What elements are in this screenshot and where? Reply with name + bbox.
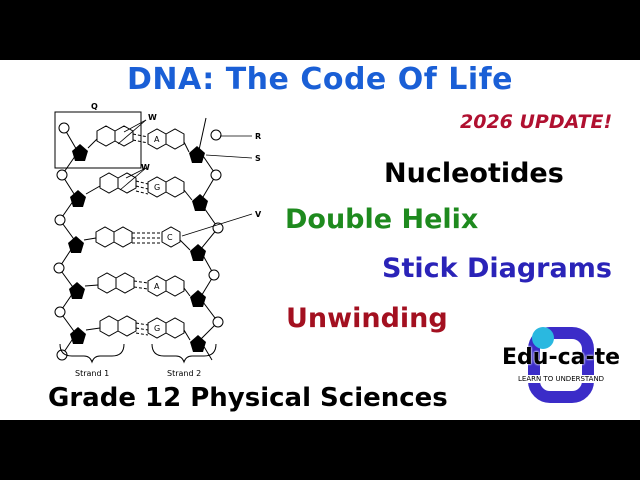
base-label: C bbox=[167, 233, 173, 242]
topic-nucleotides: Nucleotides bbox=[384, 158, 564, 189]
base-links bbox=[83, 138, 193, 341]
topic-unwinding: Unwinding bbox=[286, 303, 448, 334]
topic-double-helix: Double Helix bbox=[285, 204, 479, 235]
label-v: V bbox=[255, 210, 262, 219]
strand1-phosphates bbox=[53, 122, 70, 361]
pointer-lines bbox=[117, 119, 253, 237]
strand1-label: Strand 1 bbox=[75, 369, 109, 378]
dna-stick-diagram: Q bbox=[53, 102, 262, 378]
update-badge: 2026 UPDATE! bbox=[460, 111, 613, 133]
label-w: W bbox=[141, 163, 150, 172]
hydrogen-bonds bbox=[132, 133, 162, 336]
letterbox-top bbox=[0, 0, 640, 60]
q-box bbox=[54, 111, 142, 169]
logo-dot-icon bbox=[532, 327, 554, 349]
thumbnail-canvas: Q bbox=[0, 60, 640, 420]
logo-name: Edu-ca-te bbox=[502, 345, 621, 370]
strand2-label: Strand 2 bbox=[167, 369, 201, 378]
label-s: S bbox=[255, 154, 261, 163]
base-label: G bbox=[154, 324, 160, 333]
subtitle-grade: Grade 12 Physical Sciences bbox=[48, 383, 448, 413]
letterbox-bottom bbox=[0, 420, 640, 480]
page-title: DNA: The Code Of Life bbox=[126, 62, 514, 97]
label-q: Q bbox=[91, 102, 98, 111]
base-label: A bbox=[154, 135, 160, 144]
sugars bbox=[68, 144, 208, 352]
topic-stick-diagrams: Stick Diagrams bbox=[382, 253, 612, 284]
base-rings bbox=[95, 125, 185, 339]
base-label: G bbox=[154, 183, 160, 192]
strand2-phosphates bbox=[208, 129, 224, 328]
strand-braces bbox=[59, 343, 217, 364]
label-r: R bbox=[255, 132, 261, 141]
educate-logo: Edu-ca-te LEARN TO UNDERSTAND bbox=[502, 323, 620, 405]
logo-tagline: LEARN TO UNDERSTAND bbox=[516, 375, 607, 383]
base-label: A bbox=[154, 282, 160, 291]
label-w: W bbox=[148, 113, 157, 122]
